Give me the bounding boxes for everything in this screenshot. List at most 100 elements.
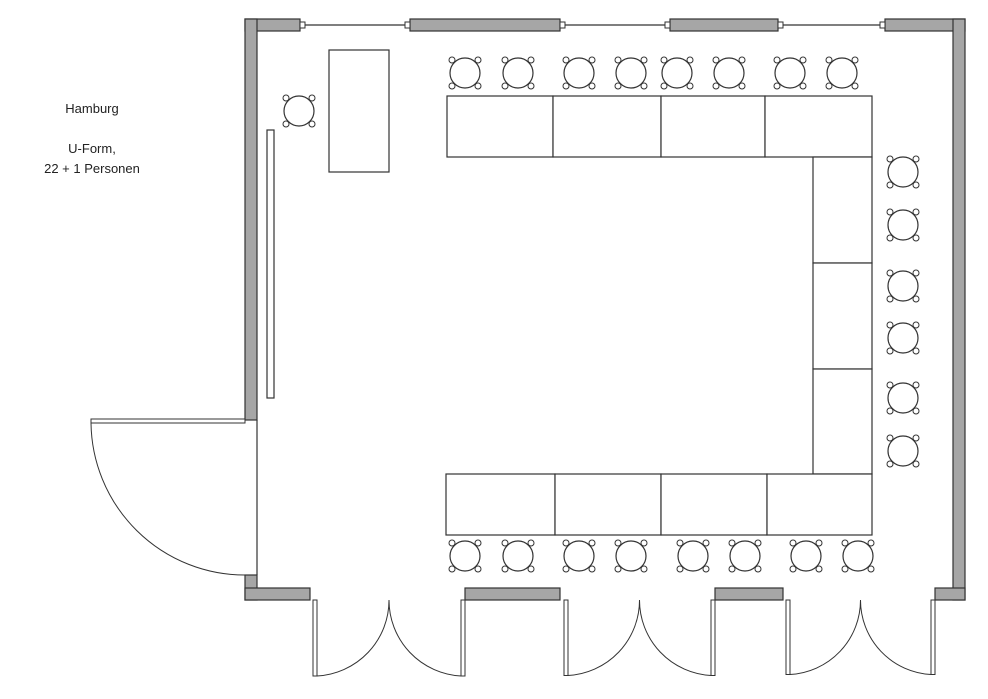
chair-leg [614,56,622,64]
chair-leg [474,565,482,573]
chair [886,321,920,355]
chair-leg [841,565,849,573]
chair-leg [448,539,456,547]
chair-leg [728,539,736,547]
chair-leg [527,539,535,547]
chair-seat [449,57,481,89]
side-table [328,49,390,173]
chair-leg [562,82,570,90]
chair-leg [886,321,894,329]
chair-leg [686,82,694,90]
chair [825,56,859,90]
chair-leg [728,565,736,573]
door-swing [90,422,246,576]
chair-seat [502,57,534,89]
chair [676,539,710,573]
chair-seat [887,270,919,302]
chair [614,539,648,573]
chair-seat [449,540,481,572]
chair-leg [712,82,720,90]
door-leaf [563,599,569,676]
chair-leg [501,539,509,547]
door-leaf [785,599,791,675]
chair-leg [614,82,622,90]
chair-leg [501,56,509,64]
room-capacity: 22 + 1 Personen [44,161,140,176]
chair-leg [825,82,833,90]
chair [660,56,694,90]
chair-leg [738,56,746,64]
chair [562,539,596,573]
chair-leg [527,56,535,64]
table [812,156,873,264]
chair [773,56,807,90]
table [660,473,768,536]
table [766,473,873,536]
wall-segment [934,587,966,601]
chair-leg [851,82,859,90]
window-frame [777,21,784,29]
chair [886,381,920,415]
chair-leg [886,347,894,355]
chair-leg [886,181,894,189]
chair-leg [886,381,894,389]
chair-seat [283,95,315,127]
chair-seat [774,57,806,89]
chair [728,539,762,573]
whiteboard [266,129,275,399]
chair-leg [448,56,456,64]
chair-seat [826,57,858,89]
chair-leg [501,82,509,90]
chair-leg [660,56,668,64]
chair-leg [912,155,920,163]
chair-leg [789,565,797,573]
chair-leg [912,208,920,216]
chair-leg [886,155,894,163]
chair [841,539,875,573]
chair [501,539,535,573]
chair-leg [789,539,797,547]
chair-seat [729,540,761,572]
chair-leg [448,565,456,573]
chair-leg [676,565,684,573]
window-frame [664,21,671,29]
door-swing [789,599,862,675]
chair-leg [912,460,920,468]
door-swing [567,599,641,676]
chair-leg [867,565,875,573]
room-layout: U-Form, [68,141,116,156]
door-leaf [460,599,466,677]
door-leaf [312,599,318,677]
window-frame [404,21,411,29]
table [446,95,554,158]
table [554,473,662,536]
chair-leg [474,539,482,547]
chair-leg [851,56,859,64]
table [445,473,556,536]
chair-seat [887,435,919,467]
chair-leg [815,565,823,573]
chair-leg [588,56,596,64]
chair-leg [912,269,920,277]
table [812,368,873,475]
chair-leg [660,82,668,90]
door-swing [638,599,712,676]
chair-leg [686,56,694,64]
chair-leg [825,56,833,64]
chair [712,56,746,90]
chair-leg [912,321,920,329]
chair-leg [799,82,807,90]
chair-leg [562,56,570,64]
wall-segment [714,587,784,601]
wall-segment [669,18,779,32]
chair-leg [815,539,823,547]
chair-seat [887,382,919,414]
chair-leg [912,407,920,415]
chair-leg [754,539,762,547]
chair-leg [282,94,290,102]
chair-leg [562,539,570,547]
window-frame [559,21,566,29]
chair-leg [501,565,509,573]
chair-leg [886,295,894,303]
